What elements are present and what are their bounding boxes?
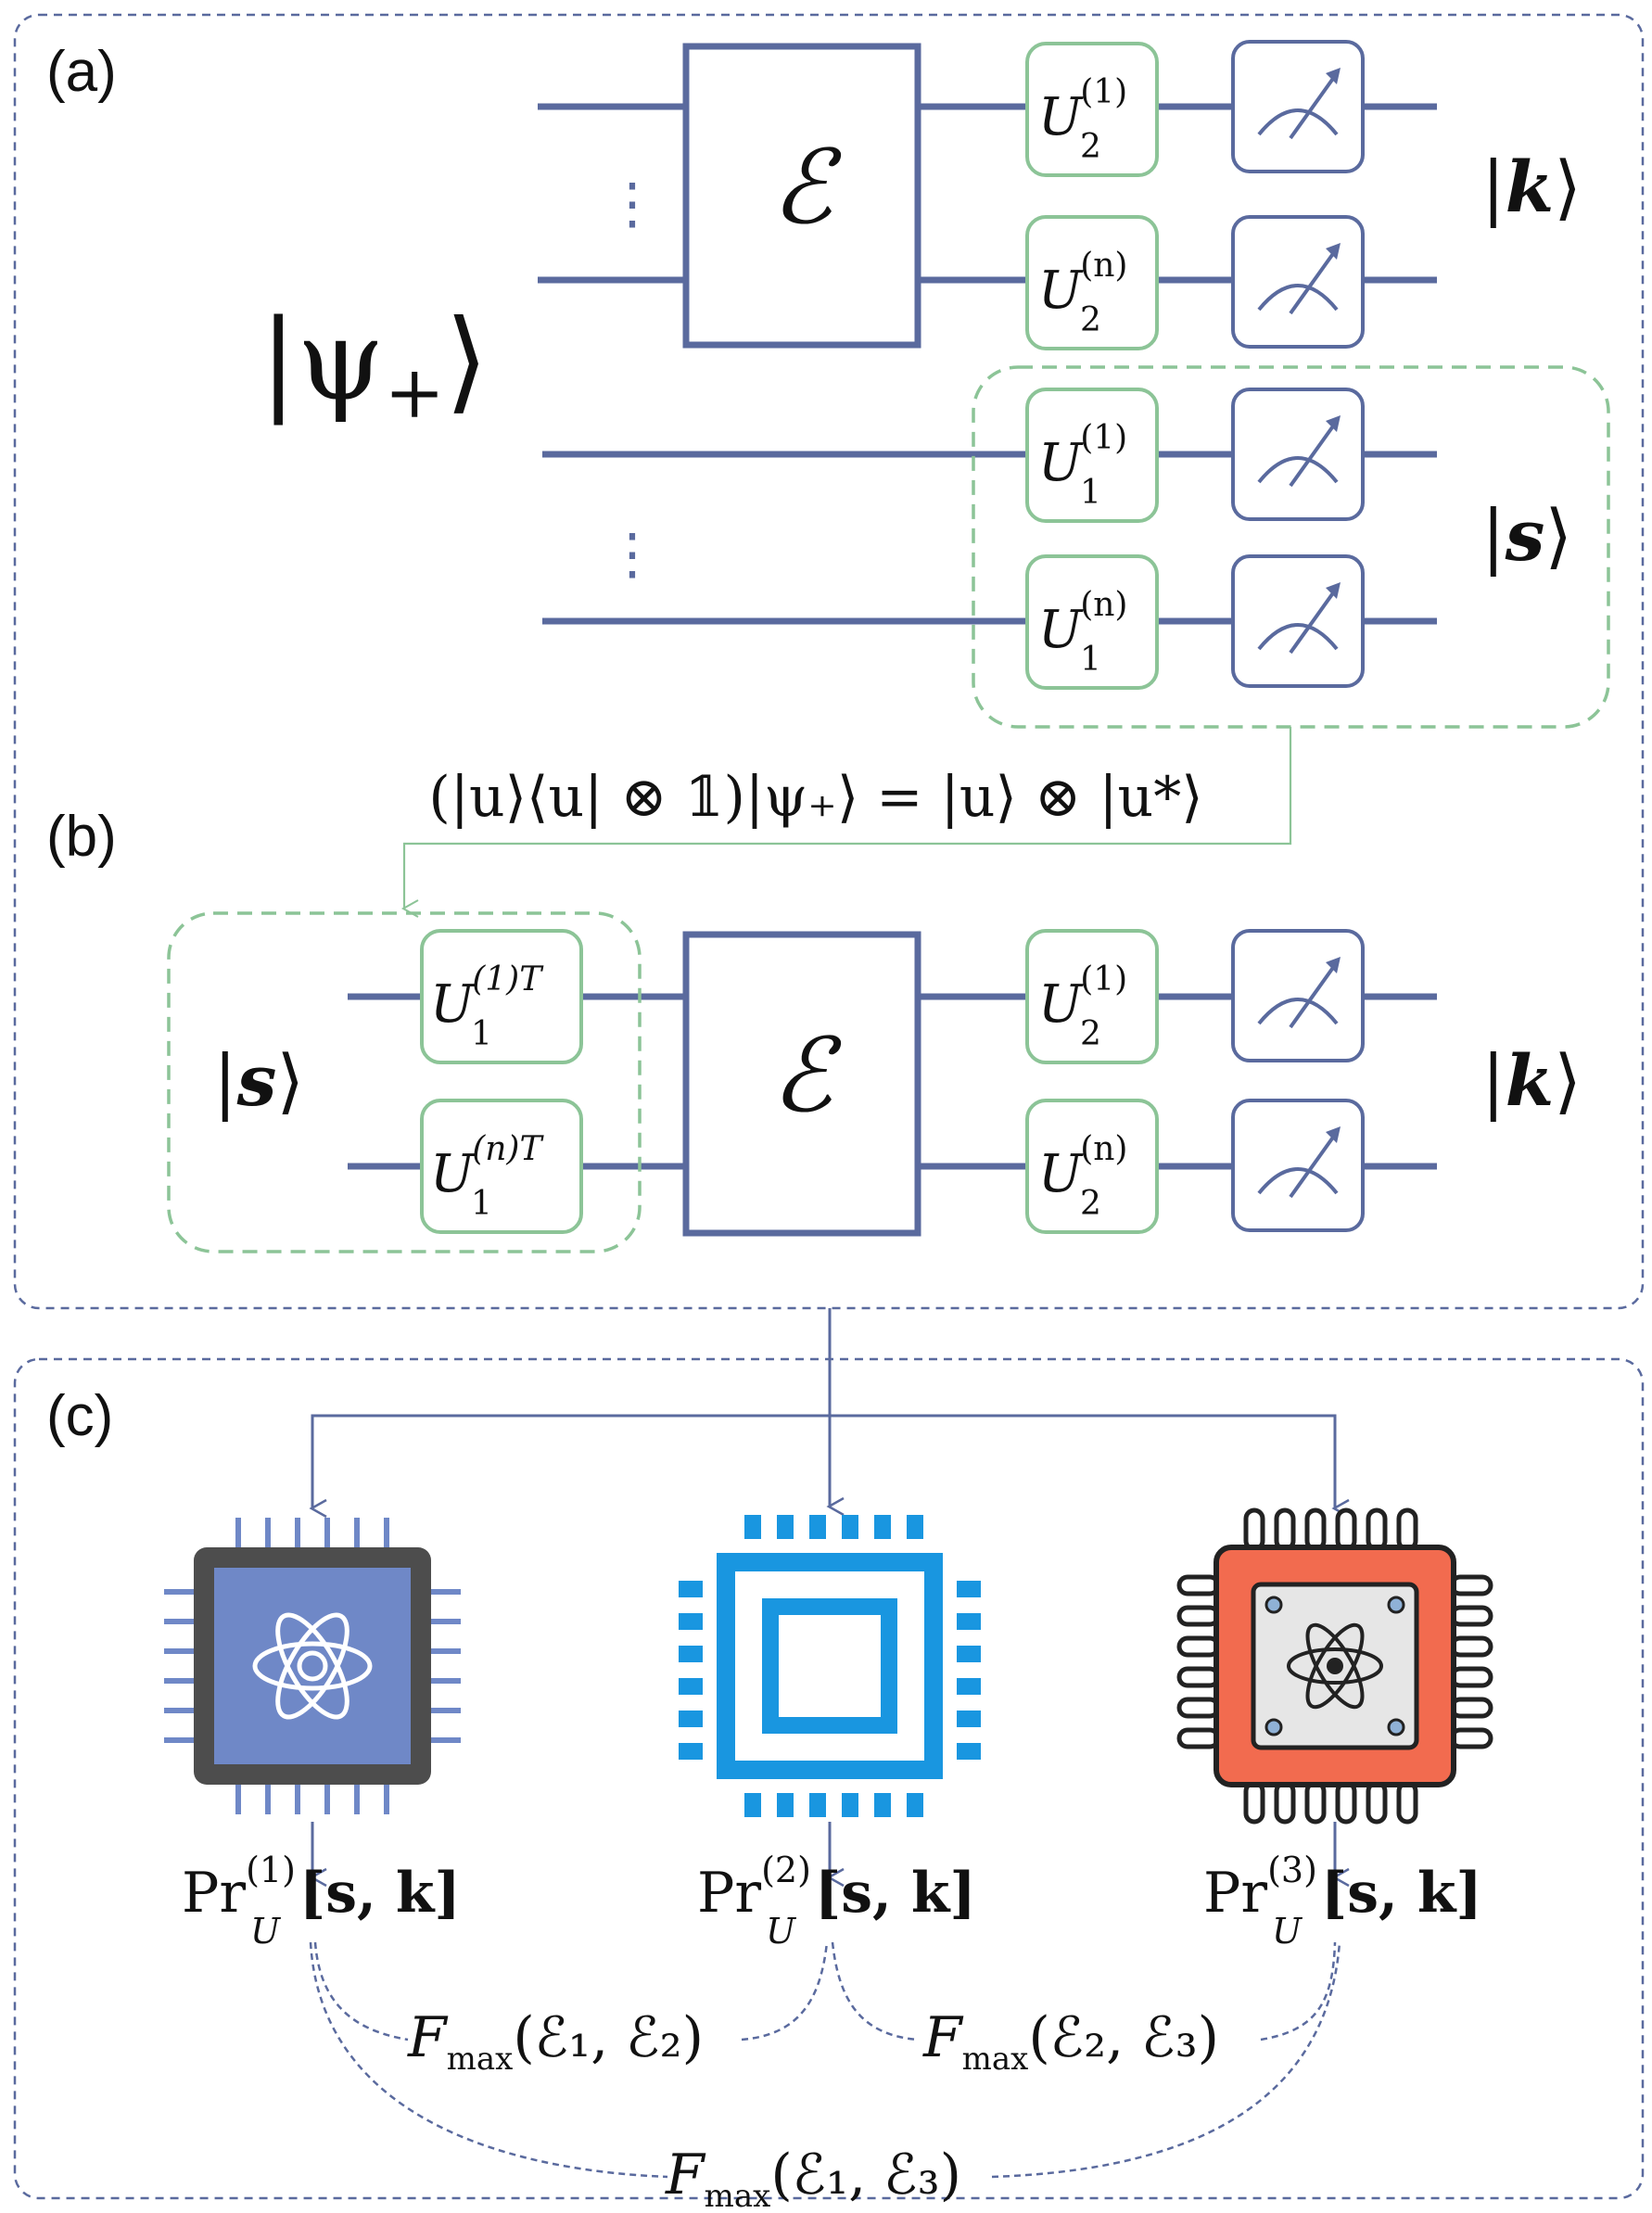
svg-text:1: 1: [1080, 474, 1101, 512]
fidelity-curves: [309, 1941, 1341, 2179]
gate-u1-1-transpose-b: U(1)T 1: [420, 929, 583, 1064]
output-s-a: |s⟩: [1481, 494, 1572, 577]
output-k-a: |k⟩: [1481, 146, 1582, 228]
svg-text:Pr(1)[s, k]: Pr(1)[s, k]: [182, 1850, 461, 1926]
svg-text:|ψ+⟩: |ψ+⟩: [260, 297, 489, 435]
gate-u2-1-b: U(1) 2: [1025, 929, 1159, 1064]
transition-connector: [400, 727, 1292, 918]
svg-text:U(1): U(1): [1038, 419, 1127, 493]
svg-text:2: 2: [1080, 301, 1101, 339]
meter-icon: [1231, 215, 1365, 349]
gate-u2-1-a: U(1) 2: [1025, 42, 1159, 177]
svg-text:U: U: [766, 1911, 797, 1952]
svg-text:1: 1: [471, 1185, 492, 1223]
input-s-b: |s⟩: [213, 1039, 304, 1122]
gate-u2-n-a: U(n) 2: [1025, 215, 1159, 350]
svg-text:2: 2: [1080, 128, 1101, 166]
meter-icon: [1231, 554, 1365, 688]
svg-text:U(n): U(n): [1038, 1130, 1127, 1204]
probability-label-3: Pr(3)[s, k] U: [1203, 1850, 1482, 1952]
fidelity-label-1-2: Fmax(ℰ₁, ℰ₂): [407, 2005, 704, 2078]
input-state-psi-plus: |ψ+⟩: [260, 297, 489, 435]
svg-text:U(1): U(1): [1038, 960, 1127, 1035]
svg-text:U(1)T: U(1)T: [430, 960, 544, 1035]
meter-icon: [1231, 40, 1365, 173]
fidelity-label-1-3: Fmax(ℰ₁, ℰ₃): [665, 2143, 961, 2213]
panel-a-wires: [538, 103, 1437, 625]
output-k-b: |k⟩: [1481, 1039, 1582, 1122]
meter-icon: [1231, 388, 1365, 521]
panel-ab-frame: [13, 13, 1645, 1310]
quantum-chip-red-icon: [1176, 1507, 1493, 1825]
probability-label-2: Pr(2)[s, k] U: [697, 1850, 976, 1952]
svg-text:Pr(3)[s, k]: Pr(3)[s, k]: [1203, 1850, 1482, 1926]
transition-equation: (|u⟩⟨u| ⊗ 𝟙)|ψ₊⟩ = |u⟩ ⊗ |u*⟩: [428, 765, 1202, 830]
gate-u1-n-a: U(n) 1: [1025, 554, 1159, 690]
channel-box-a: [682, 43, 921, 349]
svg-text:Fmax(ℰ₁, ℰ₃): Fmax(ℰ₁, ℰ₃): [665, 2143, 961, 2213]
svg-text:Pr(2)[s, k]: Pr(2)[s, k]: [697, 1850, 976, 1926]
panel-b-label: (b): [46, 805, 117, 869]
svg-text:1: 1: [1080, 641, 1101, 679]
svg-text:Fmax(ℰ₁, ℰ₂): Fmax(ℰ₁, ℰ₂): [407, 2005, 704, 2078]
channel-symbol-a: ℰ: [771, 128, 843, 247]
meter-icon: [1231, 1099, 1365, 1232]
svg-text:2: 2: [1080, 1185, 1101, 1223]
svg-text:U(n): U(n): [1038, 586, 1127, 660]
svg-text:U(n): U(n): [1038, 247, 1127, 321]
svg-text:1: 1: [471, 1015, 492, 1053]
gate-u1-1-a: U(1) 1: [1025, 388, 1159, 523]
panel-a-label: (a): [46, 40, 117, 104]
svg-text:Fmax(ℰ₂, ℰ₃): Fmax(ℰ₂, ℰ₃): [922, 2005, 1219, 2078]
channel-box-b: [682, 931, 921, 1237]
svg-text:U: U: [250, 1911, 282, 1952]
fidelity-label-2-3: Fmax(ℰ₂, ℰ₃): [922, 2005, 1219, 2078]
svg-text:2: 2: [1080, 1015, 1101, 1053]
quantum-chip-blue-icon: [164, 1518, 461, 1814]
wire-ellipsis-bottom: ⋮: [604, 522, 660, 587]
meter-icon: [1231, 929, 1365, 1062]
svg-text:U: U: [1272, 1911, 1303, 1952]
distribution-arrows: [309, 1308, 1350, 1888]
probability-label-1: Pr(1)[s, k] U: [182, 1850, 461, 1952]
processor-chip-icon: [679, 1515, 981, 1817]
gate-u2-n-b: U(n) 2: [1025, 1099, 1159, 1234]
panel-c-label: (c): [46, 1384, 113, 1448]
svg-text:U(1): U(1): [1038, 73, 1127, 147]
wire-ellipsis-top: ⋮: [604, 172, 660, 236]
gate-u1-n-transpose-b: U(n)T 1: [420, 1099, 583, 1234]
svg-text:U(n)T: U(n)T: [430, 1130, 544, 1204]
channel-symbol-b: ℰ: [771, 1016, 843, 1135]
